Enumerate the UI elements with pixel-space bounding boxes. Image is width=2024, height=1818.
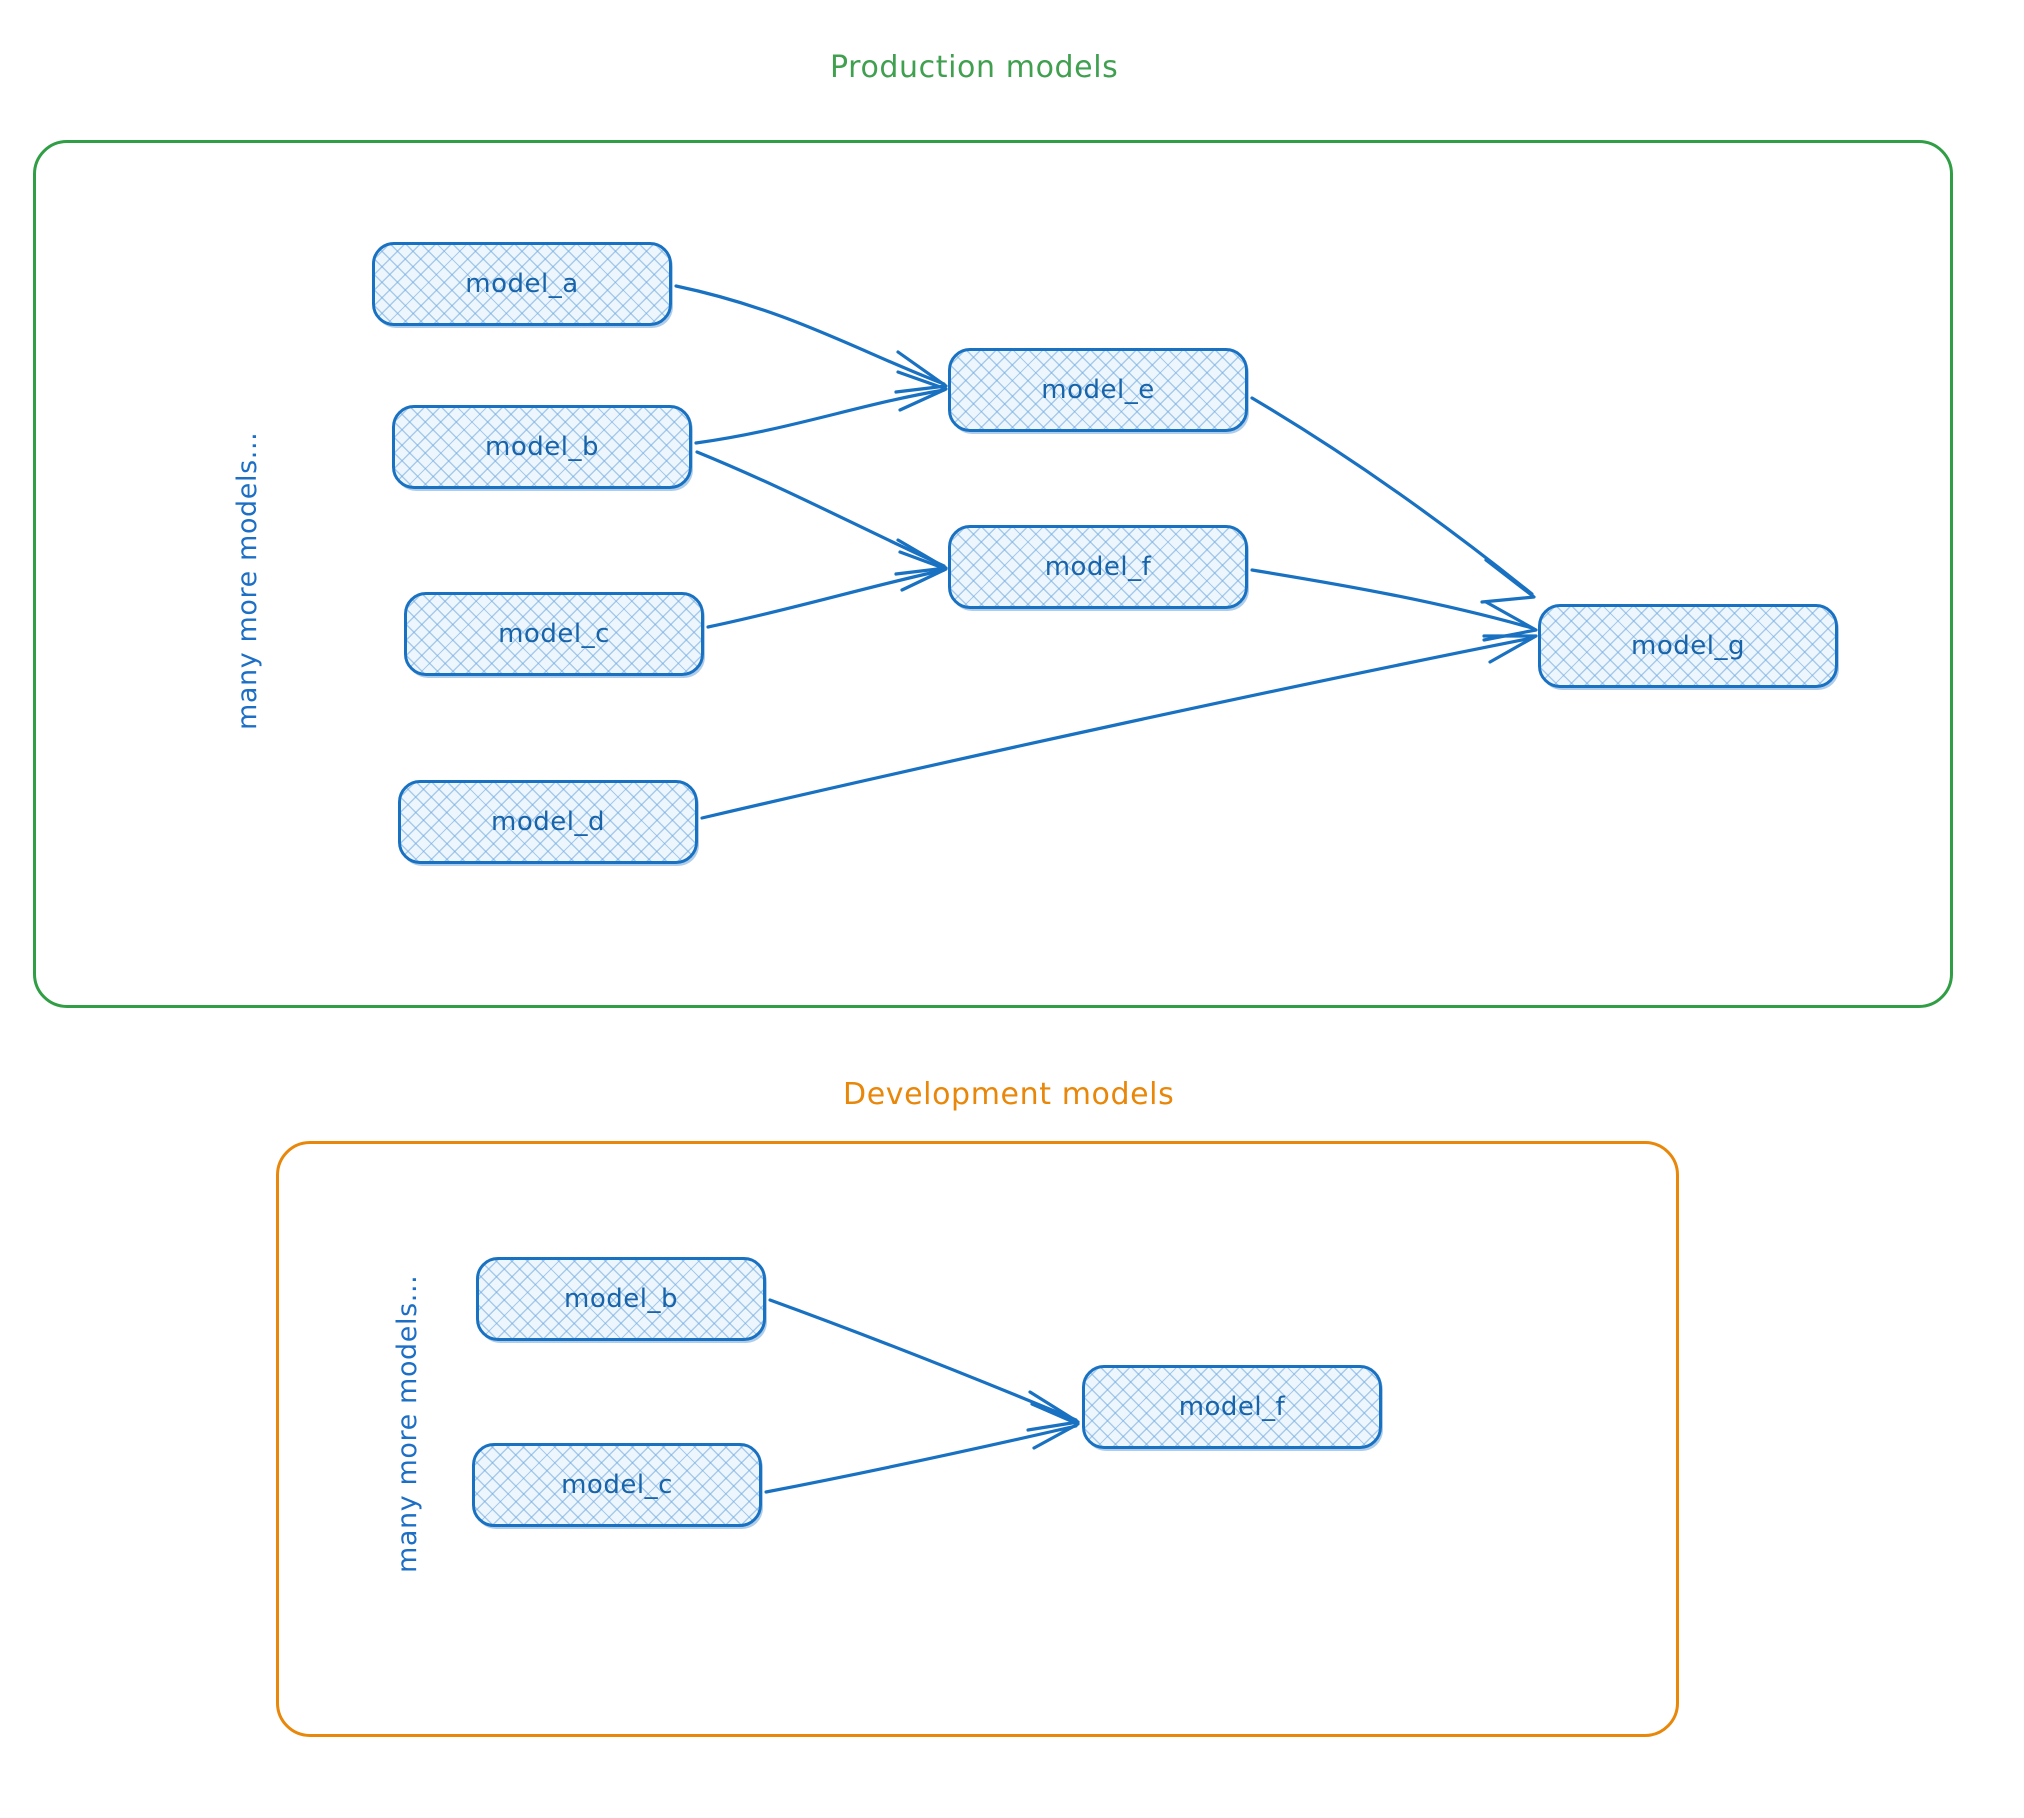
node-model-g-label: model_g: [1631, 631, 1745, 661]
development-frame: [276, 1141, 1679, 1737]
node-dev-model-f-label: model_f: [1178, 1392, 1286, 1422]
production-frame-title: Production models: [830, 50, 1119, 85]
node-model-d[interactable]: model_d: [398, 780, 698, 864]
node-model-b[interactable]: model_b: [392, 405, 692, 489]
node-model-c-label: model_c: [498, 619, 610, 649]
node-model-d-label: model_d: [491, 807, 605, 837]
node-model-a[interactable]: model_a: [372, 242, 672, 326]
node-model-f-label: model_f: [1044, 552, 1152, 582]
node-model-g[interactable]: model_g: [1538, 604, 1838, 688]
node-dev-model-b[interactable]: model_b: [476, 1257, 766, 1341]
node-dev-model-c-label: model_c: [561, 1470, 673, 1500]
node-model-a-label: model_a: [465, 269, 579, 299]
production-frame: [33, 140, 1953, 1008]
node-dev-model-f[interactable]: model_f: [1082, 1365, 1382, 1449]
node-dev-model-c[interactable]: model_c: [472, 1443, 762, 1527]
node-model-e[interactable]: model_e: [948, 348, 1248, 432]
node-model-b-label: model_b: [485, 432, 599, 462]
node-model-c[interactable]: model_c: [404, 592, 704, 676]
development-frame-title: Development models: [843, 1077, 1175, 1112]
development-side-label: many more models...: [392, 1274, 423, 1573]
production-side-label: many more models...: [232, 431, 263, 730]
node-model-e-label: model_e: [1041, 375, 1155, 405]
node-dev-model-b-label: model_b: [564, 1284, 678, 1314]
node-model-f[interactable]: model_f: [948, 525, 1248, 609]
